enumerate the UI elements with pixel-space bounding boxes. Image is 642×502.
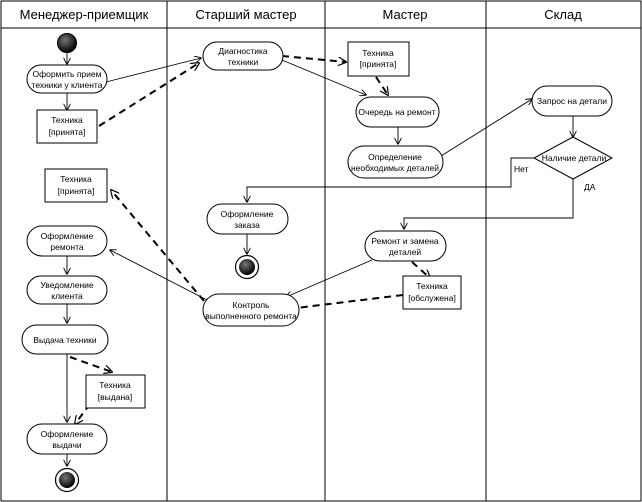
svg-text:техники у клиента: техники у клиента [32, 80, 103, 90]
oflow-accepted-to-queue [375, 76, 388, 95]
oflow-accepted-to-diagnostics [98, 63, 199, 127]
svg-text:Запрос на детали: Запрос на детали [537, 96, 607, 106]
svg-text:Техника: Техника [60, 174, 92, 184]
svg-text:Очередь на ремонт: Очередь на ремонт [358, 107, 435, 117]
oflow-serviced-to-control [288, 294, 404, 309]
decision-label: Наличие детали [542, 153, 607, 163]
oflow-issue-to-issued [69, 356, 112, 372]
svg-text:ремонта: ремонта [50, 242, 84, 252]
end-node-issue [54, 467, 80, 493]
flow-decision-yes-repair [404, 179, 574, 229]
decision-yes-label: ДА [584, 182, 596, 192]
flow-accept-diagnostics [105, 58, 201, 83]
start-node [57, 33, 77, 53]
activity-repair: Ремонт и замена деталей [364, 230, 447, 262]
svg-text:выполненного ремонта: выполненного ремонта [205, 311, 297, 321]
svg-text:клиента: клиента [51, 291, 83, 301]
activity-diagnostics: Диагностика техники [202, 41, 284, 71]
lane-title-warehouse: Склад [544, 7, 582, 22]
activity-notify: Уведомление клиента [26, 275, 108, 305]
svg-text:[принята]: [принята] [360, 59, 397, 69]
svg-text:Оформление: Оформление [41, 429, 94, 439]
svg-text:[принята]: [принята] [58, 186, 95, 196]
svg-text:Техника: Техника [99, 380, 131, 390]
svg-text:[принята]: [принята] [49, 127, 86, 137]
activity-order-doc: Оформление заказа [206, 203, 289, 235]
end-node-order [234, 254, 260, 280]
svg-text:Контроль: Контроль [233, 300, 270, 310]
flow-decision-no-order [247, 157, 538, 202]
svg-text:деталей: деталей [389, 247, 422, 257]
svg-text:[выдана]: [выдана] [98, 392, 132, 402]
svg-text:Диагностика: Диагностика [218, 46, 268, 56]
control-flows [67, 53, 573, 466]
flow-define-request [440, 99, 532, 157]
activity-queue: Очередь на ремонт [355, 96, 440, 128]
activity-accept: Оформить прием техники у клиента [26, 64, 108, 94]
flow-repair-control [286, 259, 373, 297]
decision-no-label: Нет [514, 164, 529, 174]
activity-repair-order: Оформление ремонта [26, 225, 108, 257]
object-accepted-3: Техника [принята] [44, 168, 108, 203]
svg-text:Уведомление: Уведомление [40, 280, 94, 290]
svg-text:[обслужена]: [обслужена] [408, 293, 456, 303]
activity-parts-request: Запрос на детали [531, 85, 613, 117]
activity-issue: Выдача техники [21, 324, 109, 355]
svg-text:Оформление: Оформление [41, 231, 94, 241]
svg-text:необходимых деталей: необходимых деталей [351, 163, 439, 173]
svg-text:Ремонт и замена: Ремонт и замена [371, 236, 439, 246]
oflow-repair-to-serviced [411, 261, 430, 278]
svg-text:Техника: Техника [51, 115, 83, 125]
svg-text:Определение: Определение [368, 152, 422, 162]
decision-parts-availability: Наличие детали [532, 136, 614, 180]
svg-text:выдачи: выдачи [52, 440, 82, 450]
object-accepted-2: Техника [принята] [347, 41, 410, 77]
svg-text:заказа: заказа [234, 220, 260, 230]
svg-text:Техника: Техника [362, 48, 394, 58]
svg-text:Оформление: Оформление [221, 209, 274, 219]
oflow-diagnostics-to-accepted [281, 55, 346, 62]
flow-control-repairdoc [110, 250, 208, 301]
flow-diagnostics-queue [281, 59, 366, 95]
svg-text:Выдача техники: Выдача техники [33, 335, 97, 345]
svg-text:техники: техники [228, 57, 259, 67]
oflow-control-to-accepted [111, 190, 205, 302]
lane-title-master: Мастер [383, 7, 428, 22]
object-issued: Техника [выдана] [85, 374, 146, 409]
lane-title-manager: Менеджер-приемщик [20, 7, 149, 22]
activity-control: Контроль выполненного ремонта [202, 293, 300, 327]
activity-issue-doc: Оформление выдачи [26, 423, 108, 455]
lane-title-senior-master: Старший мастер [195, 7, 296, 22]
object-serviced: Техника [обслужена] [402, 275, 462, 310]
svg-text:Оформить прием: Оформить прием [33, 69, 102, 79]
svg-text:Техника: Техника [416, 281, 448, 291]
object-accepted-1: Техника [принята] [36, 109, 98, 144]
activity-define-parts: Определение необходимых деталей [347, 145, 444, 179]
